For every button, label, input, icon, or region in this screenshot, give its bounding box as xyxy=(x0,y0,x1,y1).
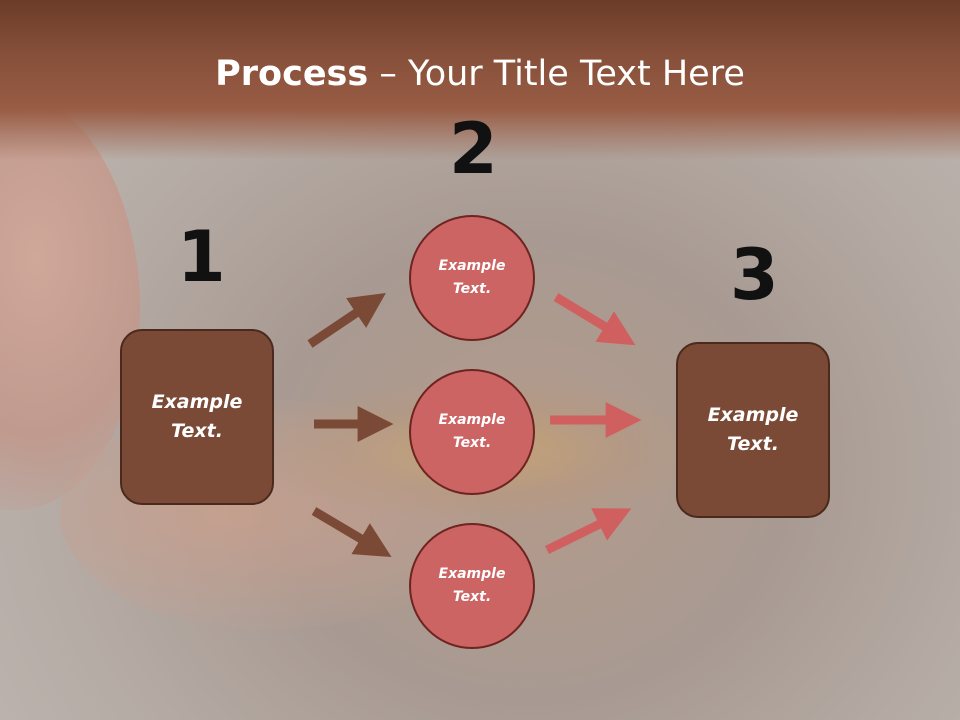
title-band xyxy=(0,0,960,160)
step-number-1: 1 xyxy=(177,216,226,298)
title-bold: Process xyxy=(215,54,369,94)
arrow-circle-top-to-right xyxy=(553,293,636,346)
arrow-circle-bottom-to-right xyxy=(545,508,632,555)
circle-top[interactable]: Example Text. xyxy=(409,215,535,341)
circle-middle[interactable]: Example Text. xyxy=(409,369,535,495)
circle-top-text: Example Text. xyxy=(438,258,506,297)
step-number-2: 2 xyxy=(449,108,498,190)
slide-title[interactable]: Process – Your Title Text Here xyxy=(0,54,960,94)
step-box-right[interactable]: Example Text. xyxy=(676,342,830,518)
arrow-left-to-circle-bottom xyxy=(311,507,392,558)
circle-bottom[interactable]: Example Text. xyxy=(409,523,535,649)
step-box-right-text: Example Text. xyxy=(707,404,799,455)
arrow-left-to-circle-top xyxy=(307,292,386,348)
title-rest: – Your Title Text Here xyxy=(368,54,745,94)
step-box-left[interactable]: Example Text. xyxy=(120,329,274,505)
step-box-left-text: Example Text. xyxy=(151,391,243,442)
circle-bottom-text: Example Text. xyxy=(438,566,506,605)
circle-middle-text: Example Text. xyxy=(438,412,506,451)
step-number-3: 3 xyxy=(730,234,779,316)
